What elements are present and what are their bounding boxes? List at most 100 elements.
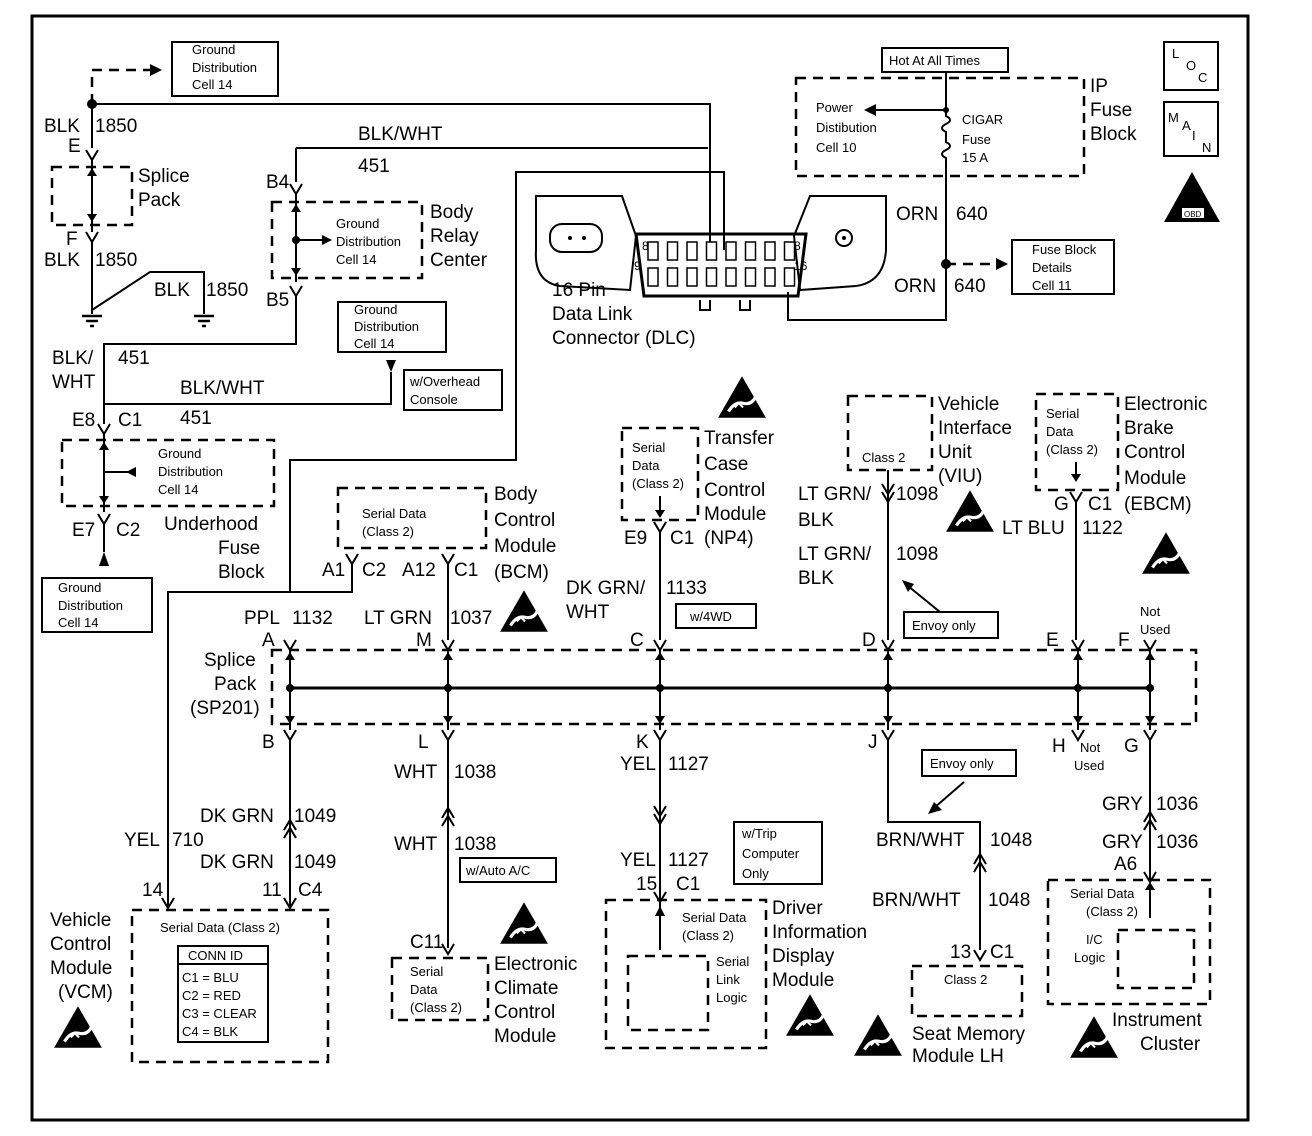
svg-text:C3 = CLEAR: C3 = CLEAR <box>182 1006 257 1021</box>
blk-1850-c-color: BLK <box>154 280 190 301</box>
ebcm-2: Brake <box>1124 418 1174 439</box>
wht-1038-b-color: WHT <box>394 834 438 855</box>
g-ebcm: G <box>1054 494 1069 515</box>
ufb-1: Underhood <box>164 514 258 535</box>
dlc-pin <box>666 241 679 261</box>
eccm-1: Electronic <box>494 954 577 975</box>
svg-text:CONN ID: CONN ID <box>188 948 243 963</box>
viu-2: Interface <box>938 418 1012 439</box>
blk-1850-b-color: BLK <box>44 250 80 271</box>
dlc-pin-9: 9 <box>634 259 641 273</box>
svg-text:w/Trip: w/Trip <box>741 826 777 841</box>
fuse-details-box: Fuse Block Details Cell 11 <box>1011 239 1115 295</box>
a6-label: A6 <box>1114 854 1137 875</box>
viu-1: Vehicle <box>938 394 999 415</box>
ic-serial-1: Serial Data <box>1070 886 1135 901</box>
dlc-pin-8r: 8 <box>794 239 801 253</box>
esd-icon-eccm <box>498 900 550 946</box>
wht-1038-b-num: 1038 <box>454 834 496 855</box>
diagram-border <box>30 14 1250 1122</box>
envoy-box-2: Envoy only <box>921 749 1017 777</box>
c2-bcm: C2 <box>362 560 386 581</box>
dkgrn-1133-num: 1133 <box>666 578 707 599</box>
wire-451-left: 451 <box>118 348 150 369</box>
gdc14-top-box: Ground Distribution Cell 14 <box>171 41 279 97</box>
svg-text:Envoy only: Envoy only <box>912 618 976 633</box>
ltblu-1122-num: 1122 <box>1082 518 1123 539</box>
svg-text:L: L <box>1172 46 1179 61</box>
tccm-3: Control <box>704 480 765 501</box>
blk-wht-left-1: BLK/ <box>52 348 94 369</box>
gdc14-ufb-2: Distribution <box>158 464 223 479</box>
seat-pin-13: 13 <box>950 942 971 963</box>
sp-top-e: E <box>1046 630 1059 651</box>
dlc-label-3: Connector (DLC) <box>552 328 696 349</box>
tccm-1: Transfer <box>704 428 775 449</box>
dlc-pin <box>725 241 737 261</box>
splice-pack-top-1: Splice <box>138 166 190 187</box>
dkgrn-1049-b-num: 1049 <box>294 852 336 873</box>
wht-1038-a-num: 1038 <box>454 762 496 783</box>
splice-bottom-connector <box>881 729 895 742</box>
vcm-4: (VCM) <box>58 982 113 1003</box>
overhead-1: w/Overhead <box>409 374 480 389</box>
splice-top-connector <box>283 639 297 652</box>
seat-pin-c1: C1 <box>990 942 1014 963</box>
blk-wht-top: BLK/WHT <box>358 124 443 145</box>
esd-icon-bcm <box>498 588 550 634</box>
splice-arrow-down <box>883 716 893 724</box>
gdc14-top-3: Cell 14 <box>192 77 232 92</box>
brn-1048-a-color: BRN/WHT <box>876 830 965 851</box>
not-used-bot-1: Not <box>1080 740 1101 755</box>
wire-451-mid: 451 <box>180 408 212 429</box>
overhead-2: Console <box>410 392 458 407</box>
blk-1850-c-num: 1850 <box>206 280 248 301</box>
serial-link-2: Link <box>716 972 740 987</box>
body-relay-1: Body <box>430 202 474 223</box>
a1-label: A1 <box>322 560 345 581</box>
sp-top-m: M <box>416 630 432 651</box>
sp201-2: Pack <box>214 674 257 695</box>
gdc14-top-1: Ground <box>192 42 235 57</box>
dlc-pin <box>783 241 796 261</box>
sp-bot-j: J <box>868 732 878 753</box>
fuse-details-2: Details <box>1032 260 1072 275</box>
vcm-pin-c4: C4 <box>298 880 323 901</box>
bcm-1: Body <box>494 484 538 505</box>
body-relay-3: Center <box>430 250 488 271</box>
gdc14-mid-2: Distribution <box>354 319 419 334</box>
splice-arrow-up <box>443 652 453 660</box>
envoy-box-1: Envoy only <box>903 611 999 639</box>
dkgrn-1049-a-color: DK GRN <box>200 806 274 827</box>
svg-text:M: M <box>1168 110 1179 125</box>
splice-arrow-up <box>1145 652 1155 660</box>
ip-fuse-2: Fuse <box>1090 100 1132 121</box>
esd-icon-ic <box>1068 1014 1120 1060</box>
not-used-bot-2: Used <box>1074 758 1104 773</box>
eccm-3: Control <box>494 1002 555 1023</box>
dlc-pin <box>764 241 776 261</box>
c1-e8-label: C1 <box>118 410 142 431</box>
dlc-pin <box>725 267 737 287</box>
cigar-1: CIGAR <box>962 112 1003 127</box>
main-badge: M A I N <box>1163 101 1219 157</box>
ebcm-serial-1: Serial <box>1046 406 1079 421</box>
svg-text:I: I <box>1192 128 1196 143</box>
didm-serial-2: (Class 2) <box>682 928 734 943</box>
sp201-3: (SP201) <box>190 698 260 719</box>
ebcm-4: Module <box>1124 468 1186 489</box>
yel-1127-a-color: YEL <box>620 754 656 775</box>
b4-label: B4 <box>266 172 290 193</box>
ppl-1132-num: 1132 <box>292 608 333 629</box>
yel-710-num: 710 <box>172 830 204 851</box>
dlc-pin-16: 16 <box>794 259 808 273</box>
ground-symbol-2 <box>192 314 216 328</box>
ip-fuse-3: Block <box>1090 124 1137 145</box>
splice-f: F <box>66 229 78 250</box>
ic-serial-2: (Class 2) <box>1086 904 1138 919</box>
e8-label: E8 <box>72 410 95 431</box>
vcm-3: Module <box>50 958 112 979</box>
gdc14-ufb-3: Cell 14 <box>158 482 198 497</box>
ltgrn-1098-b-color: LT GRN/ <box>798 544 872 565</box>
seat-2: Module LH <box>912 1046 1004 1067</box>
